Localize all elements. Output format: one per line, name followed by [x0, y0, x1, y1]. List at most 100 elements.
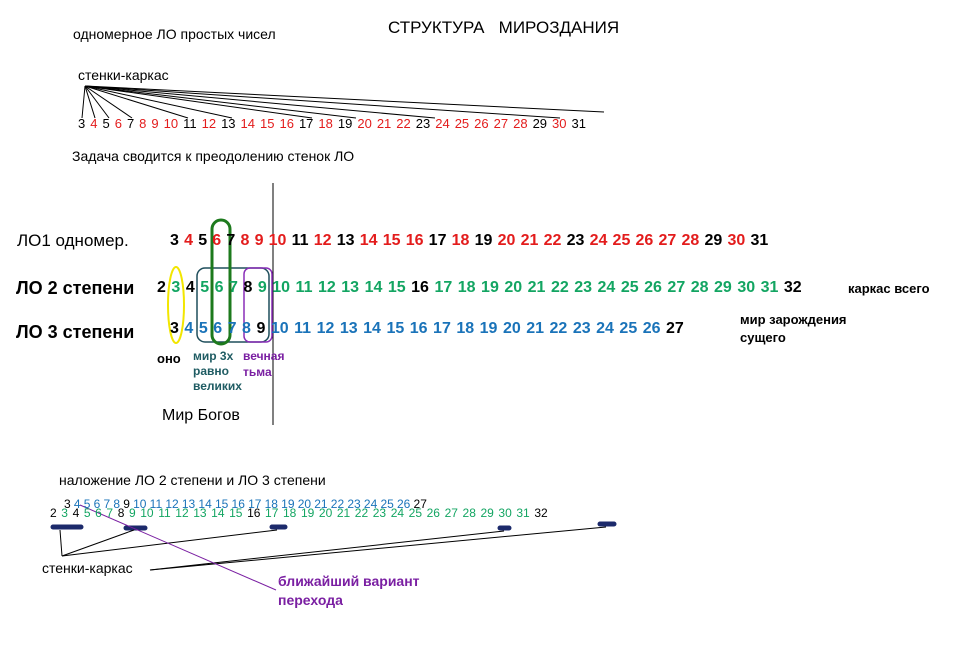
- number-4: 4: [185, 279, 195, 296]
- number-23: 23: [415, 116, 431, 131]
- number-21: 21: [526, 320, 545, 337]
- number-32: 32: [783, 279, 802, 296]
- number-31: 31: [760, 279, 779, 296]
- number-9: 9: [128, 506, 136, 520]
- number-6: 6: [95, 506, 102, 520]
- number-18: 18: [264, 497, 278, 511]
- number-6: 6: [214, 279, 224, 296]
- number-14: 14: [198, 497, 212, 511]
- number-3: 3: [170, 232, 179, 249]
- number-4: 4: [90, 116, 98, 131]
- number-5: 5: [102, 116, 110, 131]
- number-9: 9: [254, 232, 264, 249]
- number-24: 24: [363, 497, 378, 511]
- number-22: 22: [549, 320, 568, 337]
- number-8: 8: [139, 116, 147, 131]
- number-31: 31: [571, 116, 586, 131]
- number-11: 11: [295, 279, 313, 296]
- number-10: 10: [140, 506, 154, 520]
- number-9: 9: [256, 320, 266, 337]
- number-6: 6: [212, 232, 222, 249]
- top-frame-label: стенки-каркас: [78, 67, 169, 83]
- number-13: 13: [336, 232, 355, 249]
- number-4: 4: [73, 497, 81, 511]
- ono-label: оно: [157, 351, 181, 366]
- number-19: 19: [337, 116, 353, 131]
- number-18: 18: [456, 320, 475, 337]
- number-4: 4: [184, 232, 193, 249]
- number-17: 17: [298, 116, 314, 131]
- frame-dashes-bottom: [50, 521, 617, 531]
- number-19: 19: [300, 506, 315, 520]
- number-19: 19: [479, 320, 498, 337]
- number-8: 8: [117, 506, 125, 520]
- equal-line1: мир 3х: [193, 349, 234, 363]
- number-3: 3: [171, 279, 181, 296]
- number-14: 14: [359, 232, 378, 249]
- number-7: 7: [103, 497, 111, 511]
- number-5: 5: [200, 279, 210, 296]
- number-9: 9: [257, 279, 267, 296]
- number-14: 14: [211, 506, 225, 520]
- bottom-frame-label: стенки-каркас: [42, 560, 133, 576]
- equal-line3: великих: [193, 379, 242, 393]
- number-19: 19: [474, 232, 493, 249]
- number-8: 8: [113, 497, 121, 511]
- number-15: 15: [382, 232, 401, 249]
- number-15: 15: [229, 506, 243, 520]
- number-31: 31: [516, 506, 530, 520]
- number-19: 19: [281, 497, 295, 511]
- number-27: 27: [493, 116, 509, 131]
- number-9: 9: [123, 497, 130, 511]
- lo2-note: каркас всего: [848, 281, 930, 296]
- number-20: 20: [357, 116, 372, 131]
- number-26: 26: [474, 116, 489, 131]
- number-29: 29: [480, 506, 494, 520]
- number-16: 16: [405, 232, 424, 249]
- number-30: 30: [498, 506, 512, 520]
- dark-line1: вечная: [243, 349, 285, 363]
- number-18: 18: [451, 232, 470, 249]
- number-28: 28: [513, 116, 528, 131]
- number-24: 24: [390, 506, 405, 520]
- number-16: 16: [247, 506, 261, 520]
- number-12: 12: [165, 497, 179, 511]
- number-28: 28: [681, 232, 700, 249]
- number-23: 23: [347, 497, 361, 511]
- number-2: 2: [50, 506, 57, 520]
- number-14: 14: [364, 279, 383, 296]
- number-17: 17: [248, 497, 262, 511]
- number-28: 28: [690, 279, 709, 296]
- gods-label: Мир Богов: [162, 407, 240, 424]
- number-27: 27: [666, 320, 684, 337]
- number-27: 27: [658, 232, 677, 249]
- number-20: 20: [497, 232, 516, 249]
- number-10: 10: [270, 320, 289, 337]
- number-22: 22: [396, 116, 411, 131]
- task-text: Задача сводится к преодолению стенок ЛО: [72, 148, 355, 164]
- number-10: 10: [272, 279, 291, 296]
- number-18: 18: [457, 279, 476, 296]
- number-6: 6: [213, 320, 223, 337]
- number-27: 27: [444, 506, 458, 520]
- number-5: 5: [198, 232, 208, 249]
- number-15: 15: [214, 497, 229, 511]
- number-26: 26: [644, 279, 662, 296]
- number-26: 26: [426, 506, 440, 520]
- number-26: 26: [635, 232, 654, 249]
- number-27: 27: [667, 279, 686, 296]
- number-15: 15: [260, 116, 275, 131]
- number-25: 25: [612, 232, 631, 249]
- top-heading: одномерное ЛО простых чисел: [73, 26, 276, 42]
- number-30: 30: [552, 116, 567, 131]
- number-16: 16: [409, 320, 428, 337]
- transition-line2: перехода: [278, 592, 343, 608]
- number-27: 27: [413, 497, 427, 511]
- number-24: 24: [596, 320, 614, 337]
- number-3: 3: [170, 320, 179, 337]
- number-17: 17: [433, 320, 451, 337]
- lo3-note-line1: мир зарождения: [740, 312, 847, 327]
- number-20: 20: [502, 320, 521, 337]
- number-25: 25: [619, 320, 638, 337]
